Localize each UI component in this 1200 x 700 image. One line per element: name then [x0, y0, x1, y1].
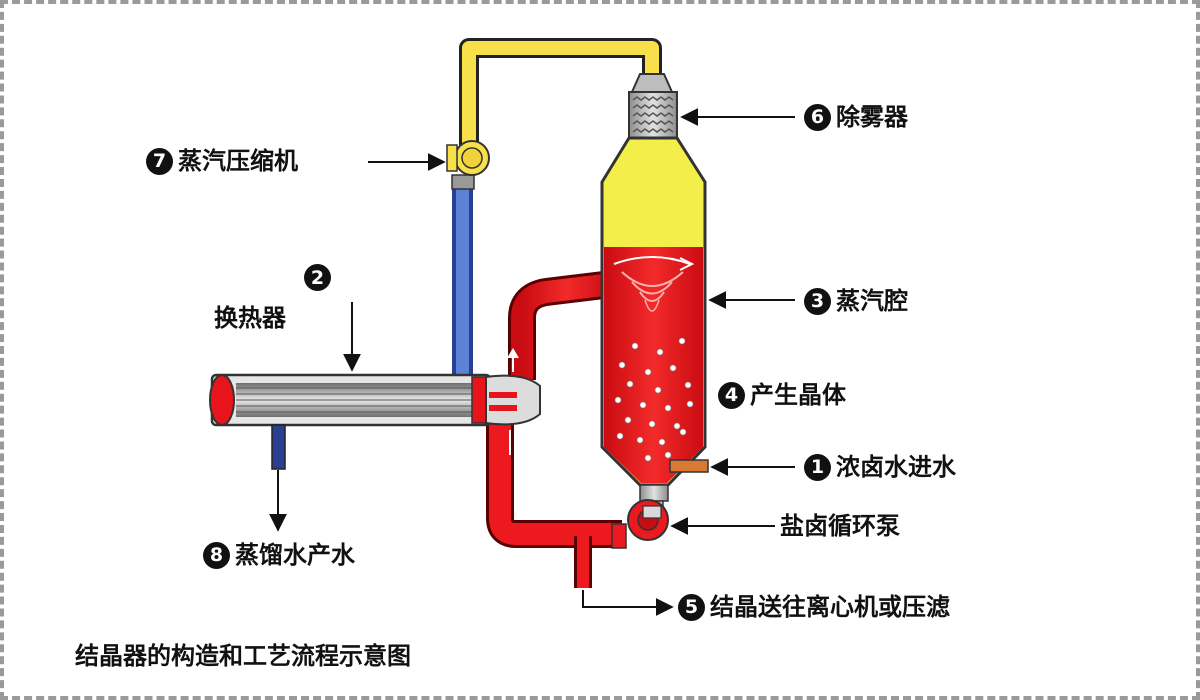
- arrow-crystal-out: [582, 590, 674, 616]
- label-brine-inlet: 1 浓卤水进水: [804, 453, 956, 481]
- label-distillate: 8 蒸馏水产水: [203, 541, 355, 569]
- label-crystal-out: 5 结晶送往离心机或压滤: [678, 593, 950, 621]
- label-brine-inlet-text: 浓卤水进水: [836, 453, 956, 481]
- flow-arrowhead-up: [507, 348, 519, 358]
- label-compressor-text: 蒸汽压缩机: [178, 147, 298, 175]
- demister-mesh: [632, 96, 674, 133]
- label-crystal-out-text: 结晶送往离心机或压滤: [710, 593, 950, 621]
- vapor-compressor: [446, 140, 490, 190]
- crystallizer-vessel: [600, 73, 709, 514]
- vapor-pipe: [459, 38, 662, 150]
- label-circulation-pump-text: 盐卤循环泵: [780, 512, 900, 540]
- number-badge-6: 6: [804, 103, 831, 131]
- number-badge-1: 1: [804, 453, 831, 481]
- number-badge-7: 7: [146, 147, 173, 175]
- label-crystals-text: 产生晶体: [750, 381, 846, 409]
- label-heat-exchanger-text: 换热器: [214, 304, 286, 332]
- number-badge-8: 8: [203, 541, 230, 569]
- label-steam-chamber-text: 蒸汽腔: [836, 287, 908, 315]
- label-crystals: 4 产生晶体: [718, 381, 846, 409]
- label-demister-text: 除雾器: [836, 103, 908, 131]
- label-distillate-text: 蒸馏水产水: [235, 541, 355, 569]
- label-heat-exchanger: 换热器: [214, 304, 286, 332]
- crystal-particles: [614, 337, 694, 462]
- brine-circulation-piping: [486, 270, 622, 588]
- label-demister: 6 除雾器: [804, 103, 908, 131]
- label-heat-exchanger-number: 2: [304, 264, 336, 291]
- number-badge-4: 4: [718, 381, 745, 409]
- circulation-pump: [611, 499, 669, 549]
- diagram-caption: 结晶器的构造和工艺流程示意图: [75, 642, 411, 670]
- compressed-steam-pipe: [452, 186, 473, 380]
- heat-exchanger: [209, 373, 541, 470]
- label-circulation-pump: 盐卤循环泵: [780, 512, 900, 540]
- label-steam-chamber: 3 蒸汽腔: [804, 287, 908, 315]
- number-badge-2: 2: [304, 264, 331, 291]
- leader-arrows: [269, 108, 795, 616]
- number-badge-5: 5: [678, 593, 705, 621]
- label-compressor: 7 蒸汽压缩机: [146, 147, 298, 175]
- number-badge-3: 3: [804, 287, 831, 315]
